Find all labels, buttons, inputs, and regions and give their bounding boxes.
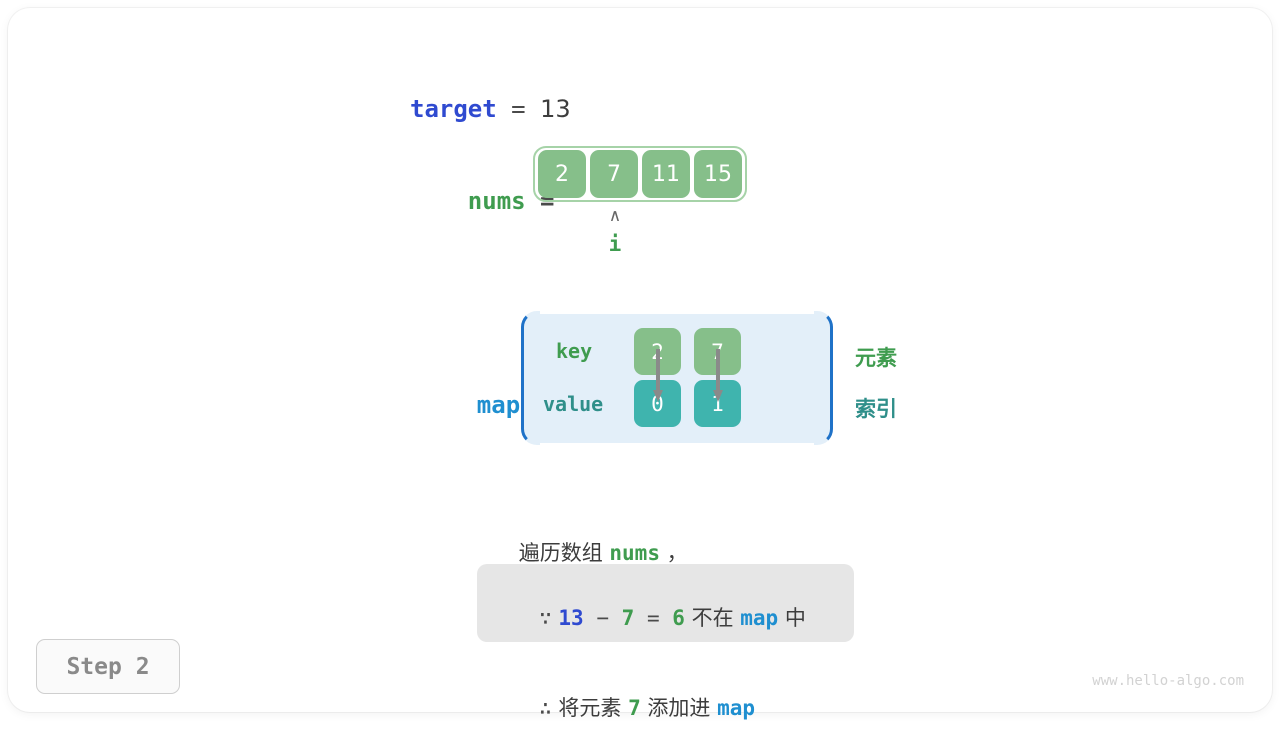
nums-variable-name: nums: [467, 187, 526, 215]
map-row-label-value: value: [543, 392, 604, 416]
target-value: 13: [540, 95, 571, 123]
step-badge: Step 2: [36, 639, 180, 694]
note-line2-map-ref: map: [717, 696, 756, 720]
diagram-canvas: target = 13 nums = 2 7 11 15 ∧ i map = k…: [36, 92, 1244, 720]
nums-cell-1: 7: [590, 150, 638, 198]
note-operand-b: 7: [621, 606, 635, 630]
nums-array-container: [533, 146, 747, 202]
note-line2-prefix-text: 将元素: [551, 696, 629, 720]
map-side-label-index: 索引: [855, 397, 897, 421]
map-bottom-mask: [540, 443, 814, 448]
nums-pointer: ∧ i: [595, 206, 635, 257]
narration-suffix: ，: [659, 541, 688, 565]
map-variable-name: map: [476, 391, 521, 419]
note-line-2: ∴ 将元素 7 添加进 map: [499, 663, 832, 753]
note-line-1: ∵ 13 − 7 = 6 不在 map 中: [499, 573, 832, 663]
narration-prefix: 遍历数组: [518, 541, 610, 565]
pointer-variable-label: i: [608, 232, 622, 256]
target-row: target = 13: [410, 92, 571, 126]
nums-cell-0: 2: [538, 150, 586, 198]
note-result: 6: [672, 606, 685, 630]
key-to-value-arrow-icon-1: [713, 349, 723, 402]
narration-text: 遍历数组 nums ，: [492, 513, 688, 591]
note-line2-middle-text: 添加进: [640, 696, 718, 720]
map-value-cell-0: 0: [634, 380, 681, 427]
note-minus-sign: −: [583, 606, 622, 630]
nums-cell-3: 15: [694, 150, 742, 198]
note-equals-sign: =: [634, 606, 673, 630]
map-top-mask: [540, 309, 814, 314]
target-variable-name: target: [410, 95, 497, 123]
because-symbol: ∵: [539, 606, 552, 630]
map-row-label-key: key: [556, 339, 593, 363]
note-line1-tail-text: 中: [778, 606, 806, 630]
therefore-symbol: ∴: [539, 696, 552, 720]
note-operand-a: 13: [558, 606, 584, 630]
site-watermark: www.hello-algo.com: [1092, 673, 1244, 689]
caret-up-icon: ∧: [608, 206, 622, 226]
key-to-value-arrow-icon-0: [653, 349, 663, 402]
map-side-label-element: 元素: [855, 346, 897, 370]
nums-array-cells: 2 7 11 15: [538, 150, 742, 198]
note-line1-map-ref: map: [740, 606, 779, 630]
nums-cell-2: 11: [642, 150, 690, 198]
target-equals-sign: =: [496, 95, 541, 123]
explanation-note-box: ∵ 13 − 7 = 6 不在 map 中 ∴ 将元素 7 添加进 map: [477, 564, 854, 720]
note-line1-middle-text: 不在: [684, 606, 741, 630]
note-line2-number: 7: [628, 696, 641, 720]
narration-variable: nums: [609, 541, 660, 565]
